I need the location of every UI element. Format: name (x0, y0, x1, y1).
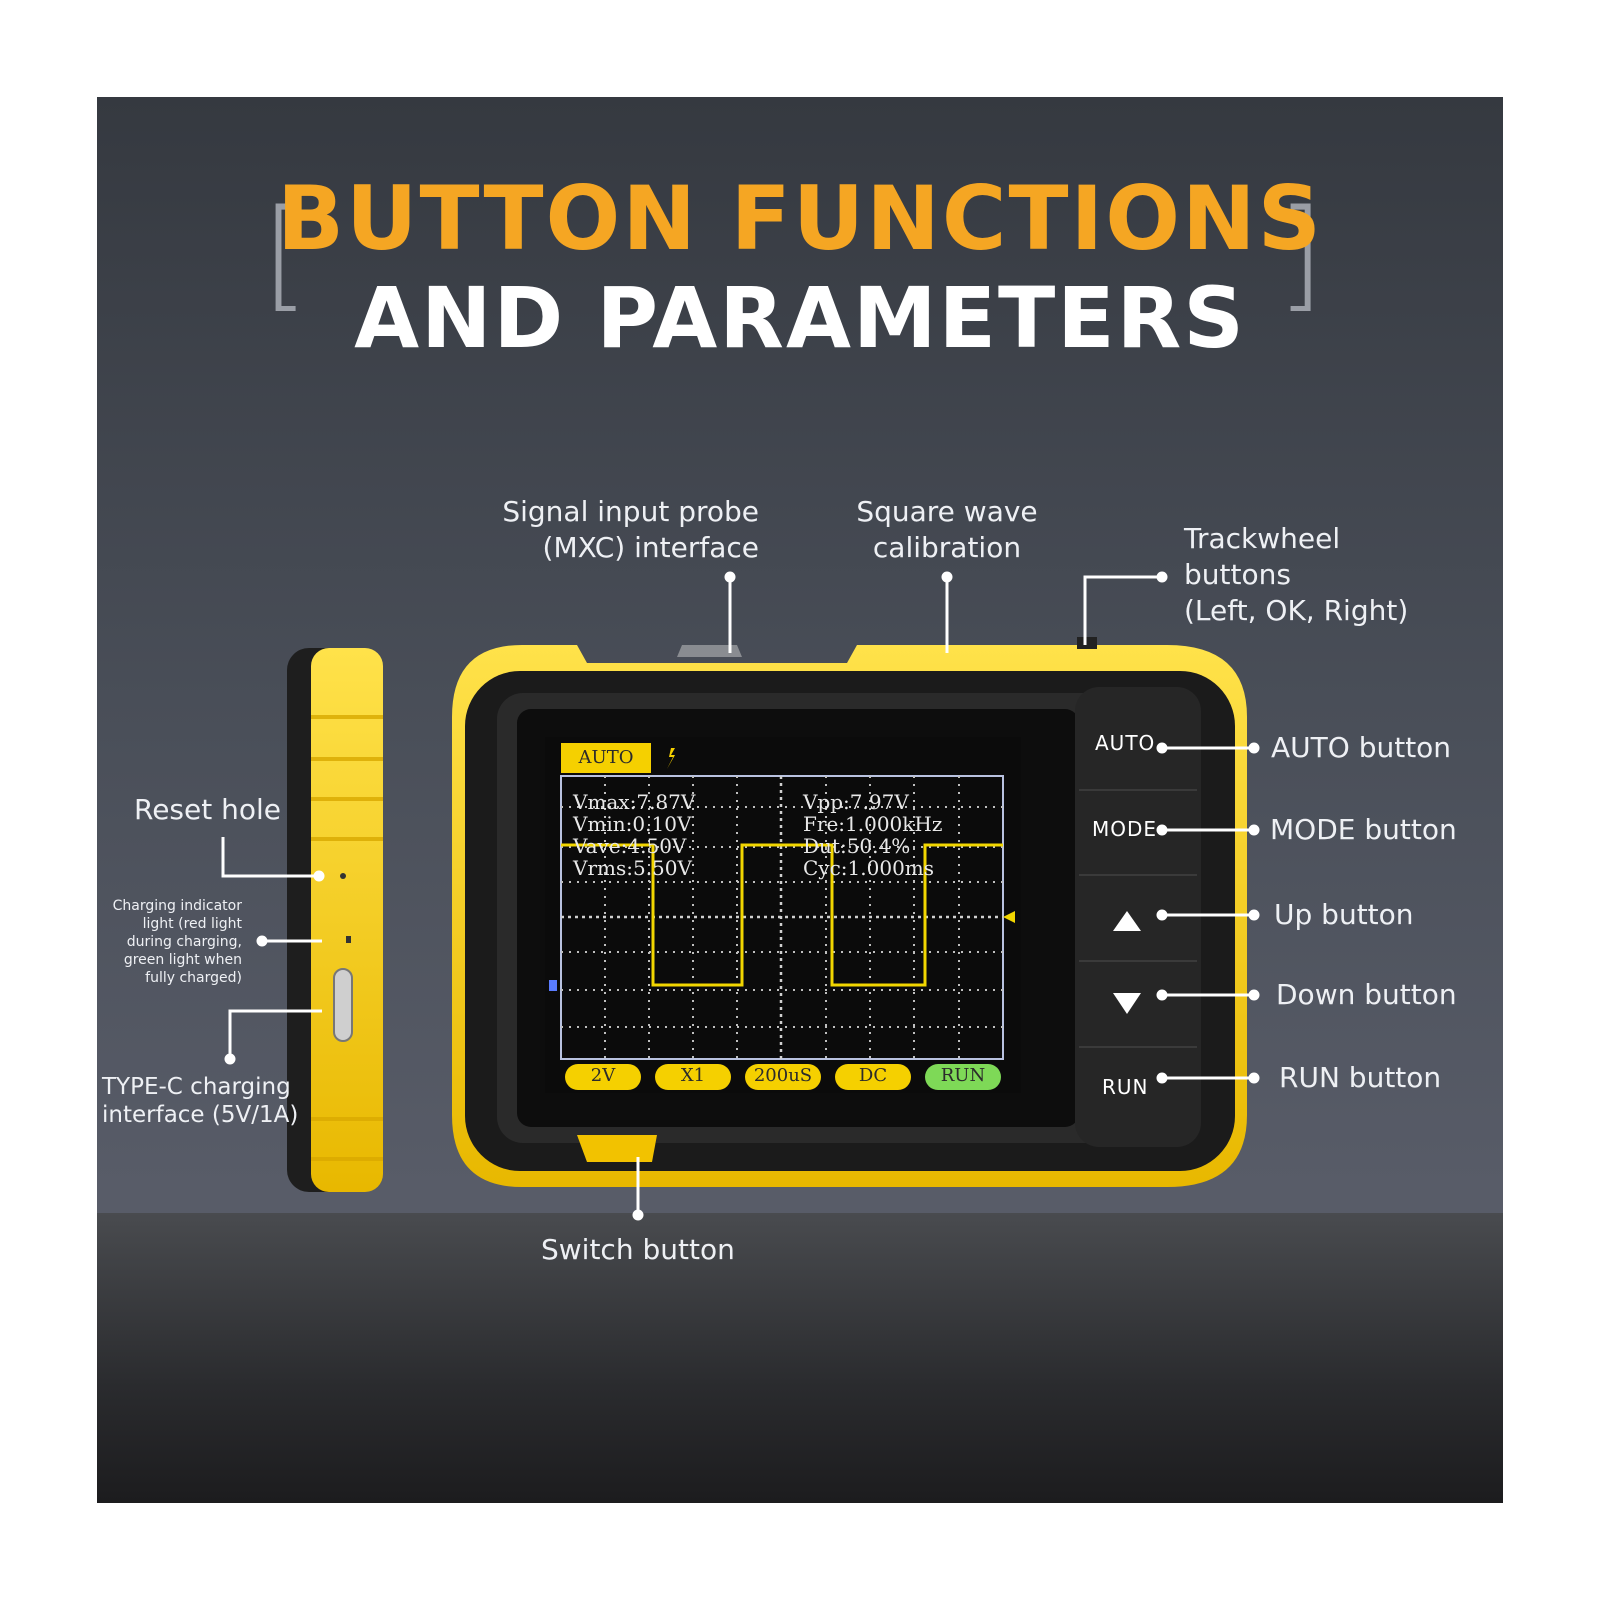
trigger-edge-icon (667, 748, 675, 769)
auto-tab (561, 743, 651, 773)
chip-coupling: DC (858, 1065, 888, 1086)
chip-bg-2 (745, 1064, 821, 1090)
mode-key[interactable]: MODE (1092, 817, 1158, 841)
readout-vmin: Vmin:0.10V (573, 812, 692, 836)
label-type-c: TYPE-C charging interface (5V/1A) (102, 1074, 299, 1128)
readouts-right: Vpp:7.97V Fre:1.000kHz Dut:50.4% Cyc:1.0… (803, 791, 942, 879)
usb-c-port (333, 968, 353, 1042)
label-charging-indicator: Charging indicator light (red light duri… (112, 898, 242, 986)
left-bracket: [ (262, 185, 309, 324)
heading-line-2: AND PARAMETERS (354, 269, 1246, 367)
channel-marker (549, 980, 557, 991)
heading-line-1: BUTTON FUNCTIONS (276, 167, 1324, 270)
label-signal-input: Signal input probe (MXC) interface (502, 495, 759, 564)
reset-hole-dot (340, 873, 346, 879)
chip-timebase: 200uS (753, 1065, 813, 1086)
device-illustration (221, 571, 1260, 1221)
readout-fre: Fre:1.000kHz (803, 812, 943, 836)
lcd-screen (545, 737, 1021, 1093)
label-square-wave: Square wave calibration (856, 495, 1038, 564)
readout-cyc: Cyc:1.000ms (803, 856, 935, 880)
label-switch-button: Switch button (541, 1233, 735, 1266)
triangle-up-icon[interactable] (1113, 911, 1141, 931)
readout-dut: Dut:50.4% (803, 834, 911, 858)
chip-bg-1 (655, 1064, 731, 1090)
label-trackwheel: Trackwheel buttons (Left, OK, Right) (1184, 522, 1409, 627)
chip-probe: X1 (680, 1065, 706, 1086)
label-auto-button: AUTO button (1271, 731, 1452, 764)
infographic-panel: [ ] BUTTON FUNCTIONS AND PARAMETERS (97, 97, 1503, 1503)
readouts-left: Vmax:7.87V Vmin:0.10V Vave:4.50V Vrms:5.… (573, 791, 695, 879)
square-wave-trace (561, 843, 1003, 987)
floor-shadow (97, 1213, 1503, 1503)
auto-key[interactable]: AUTO (1095, 731, 1156, 755)
charging-led (346, 936, 351, 943)
readout-vmax: Vmax:7.87V (573, 790, 696, 814)
side-view-device (287, 648, 383, 1192)
switch-button-shape (577, 1135, 657, 1162)
triangle-down-icon[interactable] (1113, 993, 1141, 1014)
readout-vave: Vave:4.50V (573, 834, 687, 858)
screen-mode-tab: AUTO (578, 747, 634, 768)
chip-run: RUN (940, 1065, 986, 1086)
label-reset-hole: Reset hole (134, 793, 281, 826)
leader-lines (221, 571, 1260, 1221)
right-bracket: ] (1277, 185, 1324, 324)
readout-vpp: Vpp:7.97V (803, 790, 909, 814)
chip-volts: 2V (590, 1065, 616, 1086)
chip-bg-0 (565, 1064, 641, 1090)
readout-vrms: Vrms:5.50V (573, 856, 692, 880)
label-run-button: RUN button (1279, 1061, 1442, 1094)
label-up-button: Up button (1274, 898, 1414, 931)
chip-bg-4 (925, 1064, 1001, 1090)
chip-bg-3 (835, 1064, 911, 1090)
main-device (452, 637, 1247, 1187)
label-down-button: Down button (1276, 978, 1457, 1011)
label-mode-button: MODE button (1270, 813, 1457, 846)
run-key[interactable]: RUN (1102, 1075, 1149, 1099)
trigger-marker (1003, 911, 1015, 923)
